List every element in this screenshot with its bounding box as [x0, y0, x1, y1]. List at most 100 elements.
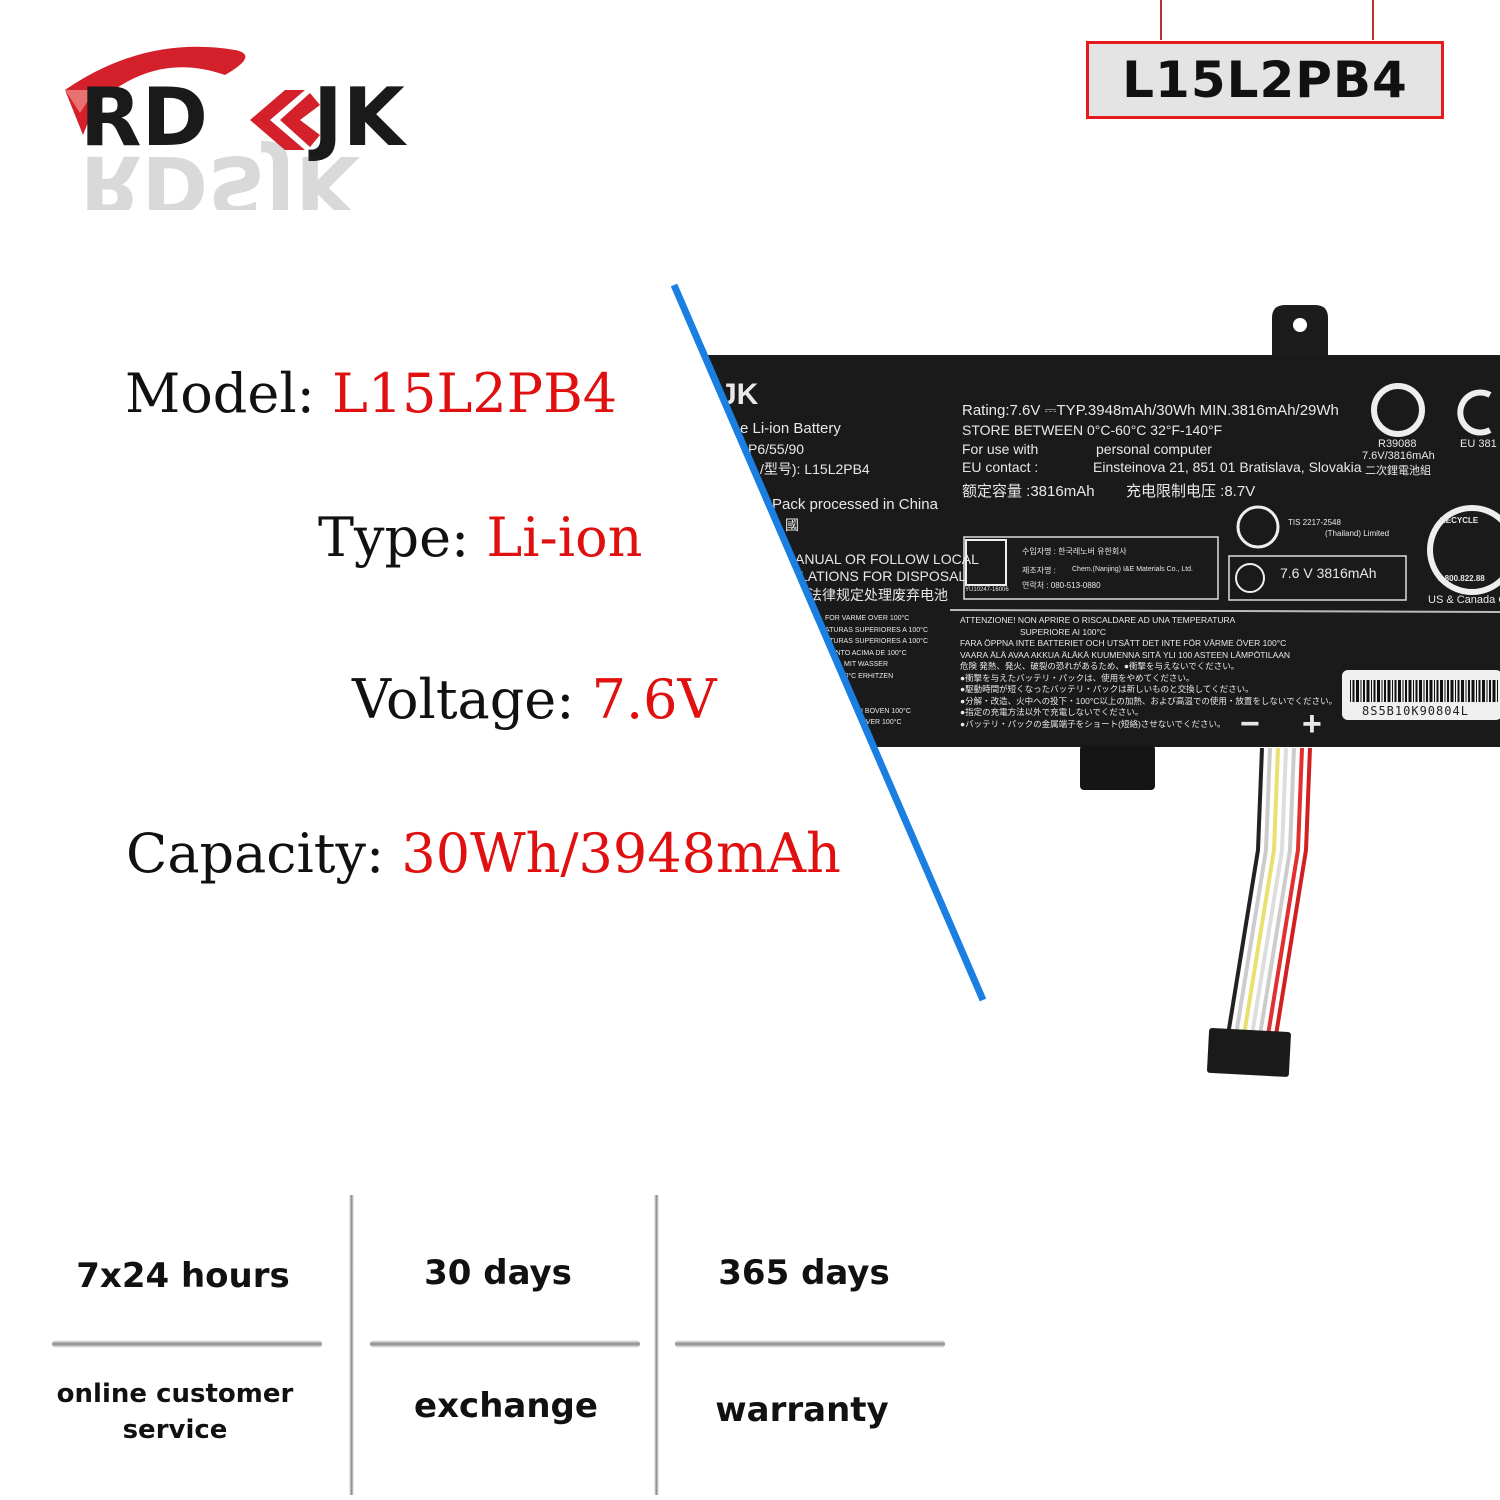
- barcode: [1350, 680, 1498, 702]
- barcode-bar: [1455, 680, 1456, 702]
- feature-service-title: 7x24 hours: [76, 1256, 290, 1296]
- barcode-bar: [1377, 680, 1380, 702]
- barcode-bar: [1476, 680, 1477, 702]
- kc-mark-icon: [965, 539, 1007, 586]
- feature-warranty-desc: warranty: [715, 1390, 889, 1430]
- label-text: Pack processed in China: [772, 496, 938, 513]
- warnings-block: ATTENZIONE! NON APRIRE O RISCALDARE AD U…: [960, 615, 1338, 729]
- feature-warranty-title: 365 days: [718, 1253, 890, 1293]
- feature-service-desc: online customer service: [56, 1379, 294, 1445]
- logo-arrows-icon: [250, 90, 320, 150]
- barcode-bar: [1447, 680, 1449, 702]
- label-text: personal computer: [1096, 441, 1212, 457]
- feature-exchange-title: 30 days: [424, 1253, 572, 1293]
- barcode-bar: [1384, 680, 1386, 702]
- label-text: STORE BETWEEN 0°C-60°C 32°F-140°F: [962, 422, 1223, 438]
- label-text: Einsteinova 21, 851 01 Bratislava, Slova…: [1093, 459, 1362, 475]
- barcode-bar: [1392, 680, 1393, 702]
- label-text: US & Canada C: [1428, 594, 1500, 606]
- label-text: EU contact :: [962, 459, 1039, 475]
- label-text: (Thailand) Limited: [1325, 529, 1390, 538]
- barcode-bar: [1497, 680, 1498, 702]
- label-text: 二次鋰電池組: [1365, 465, 1431, 477]
- spec-value: Li-ion: [486, 506, 643, 569]
- battery-bottom-tab: [1080, 745, 1155, 790]
- label-text: ANUAL OR FOLLOW LOCAL: [795, 551, 979, 567]
- barcode-bar: [1492, 680, 1496, 702]
- barcode-bar: [1429, 680, 1433, 702]
- column-divider: [654, 1195, 659, 1495]
- barcode-bar: [1482, 680, 1485, 702]
- model-badge: L15L2PB4: [1086, 41, 1444, 119]
- label-text: R39088: [1378, 438, 1417, 450]
- label-text: 연락처 : 080-513-0880: [1022, 581, 1101, 590]
- label-text: 7.6V/3816mAh: [1362, 450, 1435, 462]
- label-text: e Li-ion Battery: [740, 420, 841, 437]
- barcode-bar: [1415, 680, 1418, 702]
- barcode-bar: [1457, 680, 1460, 702]
- label-text: 充电限制电压 :8.7V: [1126, 483, 1256, 500]
- feature-divider: [52, 1340, 322, 1348]
- plus-terminal-icon: +: [1302, 705, 1322, 743]
- label-text: RECYCLE: [1440, 516, 1479, 525]
- barcode-bar: [1402, 680, 1404, 702]
- label-text: LATIONS FOR DISPOSAL: [800, 568, 967, 584]
- barcode-bar: [1352, 680, 1355, 702]
- spec-capacity: Capacity: 30Wh/3948mAh: [126, 822, 841, 885]
- barcode-bar: [1468, 680, 1470, 702]
- minus-terminal-icon: −: [1240, 705, 1260, 743]
- spec-value: L15L2PB4: [331, 362, 618, 425]
- spec-label: Voltage:: [352, 668, 575, 731]
- barcode-bar: [1366, 680, 1370, 702]
- spec-voltage: Voltage: 7.6V: [352, 668, 716, 731]
- label-text: TIS 2217-2548: [1288, 518, 1341, 527]
- barcode-bar: [1489, 680, 1491, 702]
- barcode-bar: [1450, 680, 1454, 702]
- cqc-mark-icon: [1371, 383, 1425, 437]
- barcode-bar: [1434, 680, 1435, 702]
- label-text: 1.800.822.88: [1438, 574, 1485, 583]
- barcode-bar: [1413, 680, 1414, 702]
- recycle-mark-icon: [1427, 505, 1500, 595]
- label-text: 國: [785, 517, 799, 533]
- feature-divider: [675, 1340, 945, 1348]
- battery-mount-tab: [1272, 305, 1328, 360]
- barcode-bar: [1465, 680, 1467, 702]
- barcode-bar: [1371, 680, 1372, 702]
- label-text: For use with: [962, 441, 1039, 457]
- spec-label: Model:: [125, 362, 315, 425]
- barcode-bar: [1387, 680, 1391, 702]
- barcode-bar: [1419, 680, 1422, 702]
- column-divider: [349, 1195, 354, 1495]
- barcode-bar: [1436, 680, 1439, 702]
- label-text: 수입자명 : 한국레노버 유한회사: [1022, 547, 1127, 556]
- logo-swoosh: [65, 46, 246, 135]
- spec-value: 7.6V: [591, 668, 717, 731]
- svg-text:RDSJK: RDSJK: [80, 138, 360, 210]
- barcode-number: 8S5B10K90804L: [1362, 704, 1469, 718]
- barcode-bar: [1398, 680, 1401, 702]
- label-text: 제조자명 :: [1022, 566, 1056, 575]
- feature-exchange-desc: exchange: [414, 1386, 598, 1426]
- barcode-bar: [1373, 680, 1376, 702]
- barcode-bar: [1440, 680, 1443, 702]
- blue-divider: [670, 283, 987, 1002]
- spec-label: Type:: [318, 506, 470, 569]
- barcode-bar: [1444, 680, 1446, 702]
- label-rating: Rating:7.6V ⎓TYP.3948mAh/30Wh MIN.3816mA…: [962, 402, 1339, 419]
- barcode-bar: [1408, 680, 1412, 702]
- barcode-bar: [1394, 680, 1397, 702]
- label-text: 额定容量 :3816mAh: [962, 483, 1095, 500]
- barcode-bar: [1381, 680, 1383, 702]
- tis-mark-icon: [1236, 505, 1280, 549]
- spec-type: Type: Li-ion: [318, 506, 642, 569]
- brand-logo: RD JK RDSJK: [65, 46, 408, 210]
- logo-text-rd: RD: [80, 71, 208, 164]
- pse-mark-icon: [1235, 563, 1265, 593]
- badge-connector: [1372, 0, 1374, 40]
- spec-label: Capacity:: [126, 822, 385, 885]
- label-text: EU 381: [1460, 438, 1497, 450]
- badge-connector: [1160, 0, 1162, 40]
- label-text: /型号): L15L2PB4: [760, 461, 870, 477]
